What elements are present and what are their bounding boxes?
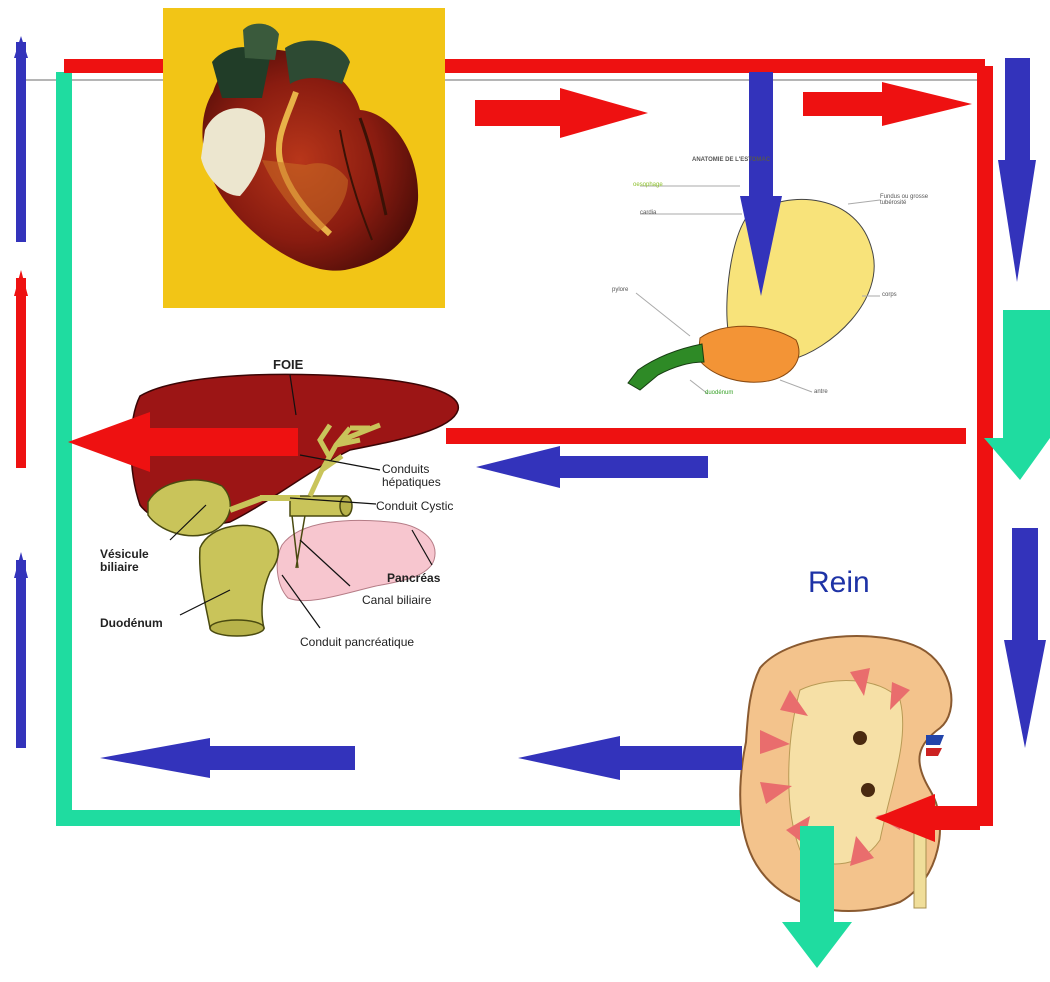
label-conduits-hepatiques: Conduits hépatiques	[382, 463, 441, 488]
left-edge-artery	[16, 278, 26, 468]
label-pancreas: Pancréas	[387, 572, 440, 585]
label-duodenum: Duodénum	[100, 617, 163, 630]
vein-arrow-left-bottom	[100, 738, 355, 778]
artery-arrow-right-2	[803, 82, 972, 126]
stomach-label-fundus: Fundus ou grosse tubérosité	[880, 194, 940, 206]
label-conduit-pancreatique: Conduit pancréatique	[300, 636, 414, 649]
label-conduit-cystic: Conduit Cystic	[376, 500, 453, 513]
left-edge-vein-lower	[16, 560, 26, 748]
artery-arrow-right-1	[475, 88, 648, 138]
heart-icon	[163, 8, 445, 308]
label-vesicule-biliaire: Vésicule biliaire	[100, 548, 149, 573]
vein-arrow-down-right-upper	[998, 58, 1036, 282]
stomach-label-oesophage: oesophage	[633, 182, 663, 188]
left-edge-vein-upper	[16, 42, 26, 242]
vein-arrow-left-liver	[476, 446, 708, 488]
label-canal-biliaire: Canal biliaire	[362, 594, 431, 607]
stomach-label-cardia: cardia	[640, 210, 656, 216]
kidney-title: Rein	[808, 566, 870, 600]
stomach-label-pylore: pylore	[612, 287, 628, 293]
vein-arrow-left-kidney	[518, 736, 742, 780]
stomach-label-corps: corps	[882, 292, 897, 298]
stomach-label-duodenum: duodénum	[705, 390, 733, 396]
kidney-icon	[740, 636, 951, 911]
green-arrow-down-right	[984, 310, 1050, 480]
liver-title: FOIE	[273, 358, 303, 372]
vein-arrow-down-right-lower	[1004, 528, 1046, 748]
stomach-label-antre: antre	[814, 389, 828, 395]
stomach-title: ANATOMIE DE L'ESTOMAC	[692, 157, 770, 163]
